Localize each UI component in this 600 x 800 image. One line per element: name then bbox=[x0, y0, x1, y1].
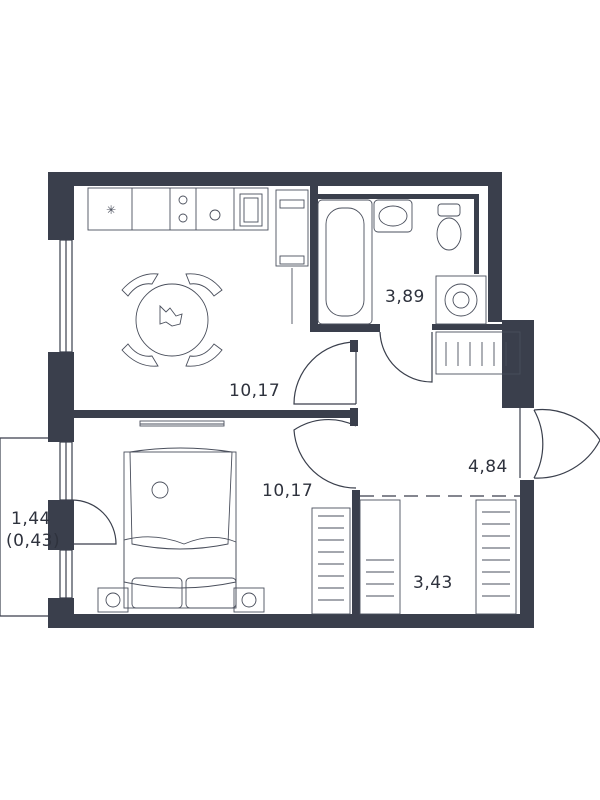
walls bbox=[48, 172, 534, 628]
bathroom-area-label: 3,89 bbox=[385, 287, 425, 307]
kitchen-area-label: 10,17 bbox=[229, 381, 280, 401]
bedroom-furniture bbox=[97, 420, 351, 615]
storage-area-label: 3,43 bbox=[413, 573, 453, 593]
bathroom-fixtures bbox=[317, 199, 487, 325]
windows bbox=[59, 239, 73, 599]
kitchen-furniture: ✳ bbox=[87, 187, 309, 367]
balcony-area-label: 1,44 bbox=[11, 509, 51, 529]
hall-area-label: 4,84 bbox=[468, 457, 508, 477]
svg-text:✳: ✳ bbox=[106, 203, 116, 217]
balcony bbox=[0, 437, 117, 617]
balcony-reduced-area-label: (0,43) bbox=[6, 531, 60, 551]
bedroom-area-label: 10,17 bbox=[262, 481, 313, 501]
hall-closet bbox=[435, 331, 521, 375]
storage-shelves bbox=[359, 499, 517, 615]
